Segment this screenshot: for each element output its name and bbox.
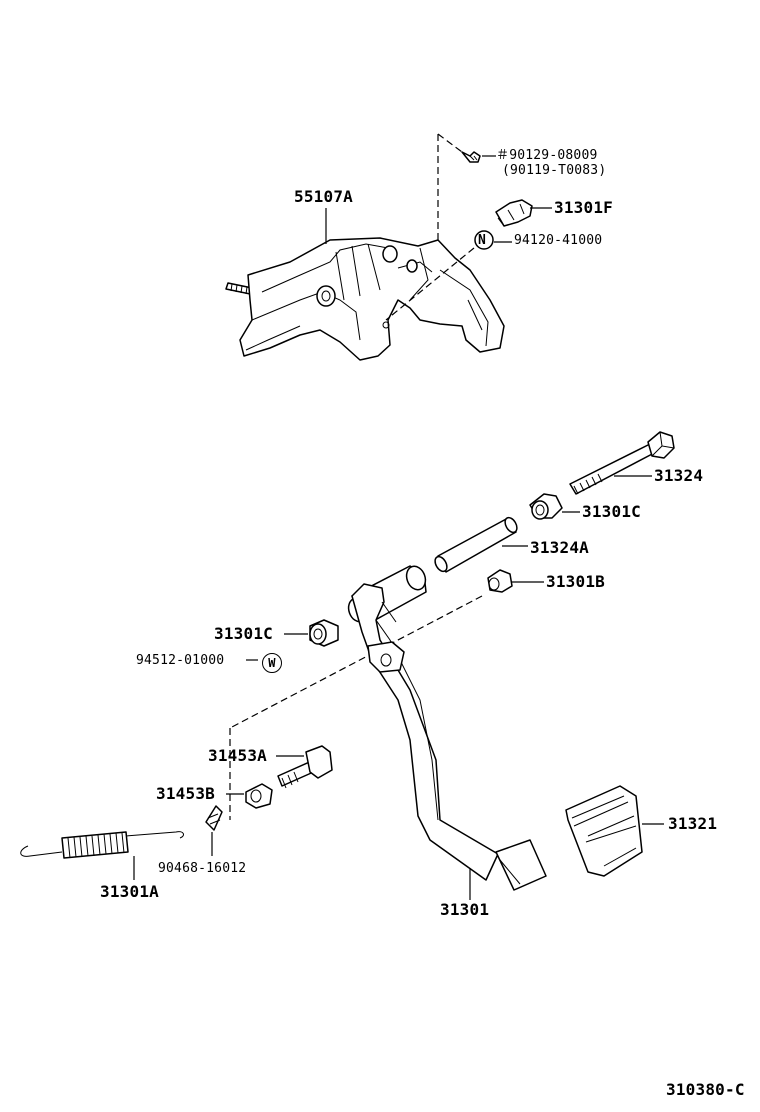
label-31301: 31301 [440, 900, 490, 919]
label-31324a: 31324A [530, 538, 589, 557]
screw-90129 [461, 151, 481, 163]
pedal-pad-31321 [565, 785, 643, 877]
label-31301a: 31301A [100, 882, 159, 901]
label-31301c-left: 31301C [214, 624, 273, 643]
label-31301b: 31301B [546, 572, 605, 591]
nut-94120 [474, 230, 494, 250]
bolt-31301f [495, 199, 533, 227]
bush-31453b [245, 783, 273, 809]
label-90119: (90119-T0083) [502, 163, 607, 178]
bracket-assembly-55107a [225, 237, 505, 361]
label-31301f: 31301F [554, 198, 613, 217]
bushing-31301b [487, 569, 513, 593]
clip-90468 [205, 805, 223, 831]
collar-31301c-right [529, 493, 563, 520]
label-94512-mark: W [262, 653, 282, 673]
label-94120: 94120-41000 [514, 233, 603, 248]
label-31453b: 31453B [156, 784, 215, 803]
label-31301c-right: 31301C [582, 502, 641, 521]
label-55107a: 55107A [294, 187, 353, 206]
bolt-31324 [569, 431, 675, 495]
label-90468: 90468-16012 [158, 861, 247, 876]
label-31324: 31324 [654, 466, 704, 485]
pin-31453a [277, 745, 333, 789]
spring-31301a [20, 831, 184, 859]
diagram-code: 310380-C [666, 1080, 745, 1099]
label-31453a: 31453A [208, 746, 267, 765]
pipe-31324a [434, 516, 518, 573]
label-31321: 31321 [668, 814, 718, 833]
pedal-arm-31301 [347, 565, 547, 891]
collar-31301c-left [309, 619, 339, 647]
label-94512: 94512-01000 [136, 653, 225, 668]
label-94120-mark: N [478, 233, 487, 248]
label-90129: ＃90129-08009 [496, 148, 598, 163]
